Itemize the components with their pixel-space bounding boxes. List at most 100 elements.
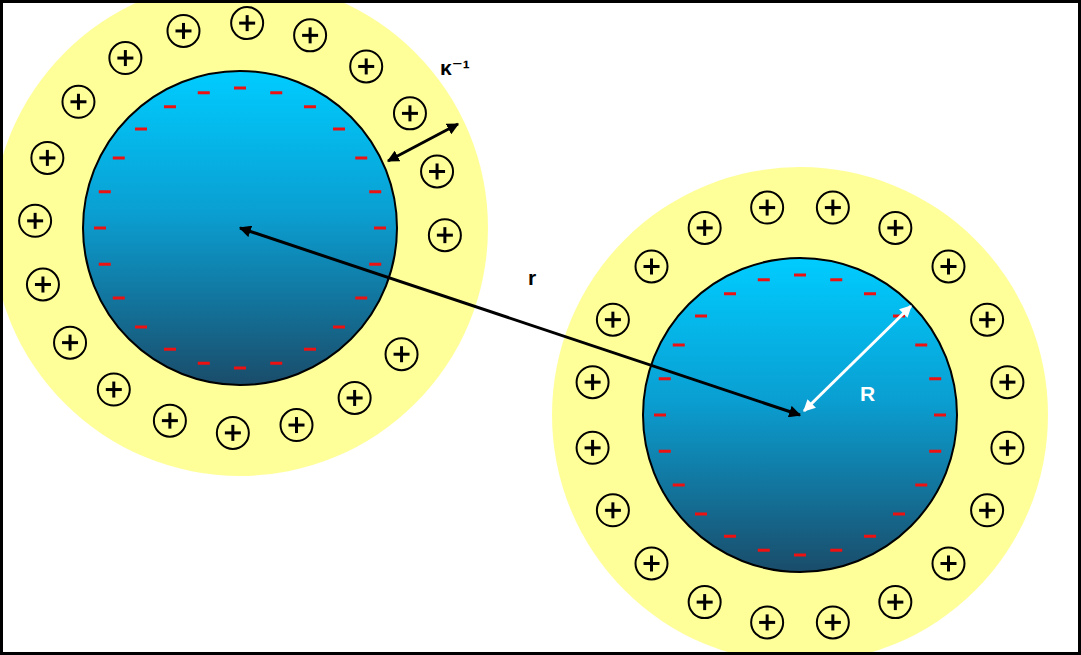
ion-circle — [421, 155, 453, 187]
negative-charge — [333, 325, 345, 328]
plus-bar — [894, 594, 897, 610]
negative-charge — [333, 128, 345, 131]
negative-charge — [164, 348, 176, 351]
plus-bar — [831, 200, 834, 216]
positive-ion — [386, 338, 418, 370]
plus-bar — [591, 440, 594, 456]
positive-ion — [577, 432, 609, 464]
ion-circle — [751, 192, 783, 224]
positive-ion — [281, 409, 313, 441]
positive-ion — [62, 86, 94, 118]
positive-ion — [932, 251, 964, 283]
negative-charge — [724, 292, 736, 295]
positive-ion — [294, 19, 326, 51]
plus-bar — [231, 425, 234, 441]
ion-circle — [231, 7, 263, 39]
plus-bar — [112, 382, 115, 398]
ion-circle — [597, 304, 629, 336]
negative-charge — [695, 512, 707, 515]
negative-charge — [654, 414, 666, 417]
plus-bar — [309, 27, 312, 43]
positive-ion — [421, 155, 453, 187]
plus-bar — [986, 502, 989, 518]
plus-bar — [766, 614, 769, 630]
plus-bar — [947, 259, 950, 275]
positive-ion — [394, 97, 426, 129]
plus-bar — [831, 614, 834, 630]
ion-circle — [217, 417, 249, 449]
ion-circle — [98, 374, 130, 406]
negative-charge — [198, 362, 210, 365]
plus-bar — [353, 390, 356, 406]
positive-ion — [231, 7, 263, 39]
ion-circle — [932, 547, 964, 579]
negative-charge — [659, 377, 671, 380]
positive-ion — [971, 494, 1003, 526]
negative-charge — [929, 377, 941, 380]
plus-bar — [703, 220, 706, 236]
debye-length-arrow — [388, 124, 458, 161]
positive-ion — [751, 606, 783, 638]
ion-circle — [636, 547, 668, 579]
positive-ion — [597, 304, 629, 336]
negative-charge — [113, 157, 125, 160]
negative-charge — [234, 367, 246, 370]
ion-circle — [62, 86, 94, 118]
negative-charge — [893, 512, 905, 515]
negative-charge — [198, 91, 210, 94]
ion-circle — [167, 15, 199, 47]
ion-circle — [281, 409, 313, 441]
positive-ion — [689, 212, 721, 244]
negative-charge — [99, 190, 111, 193]
negative-charge — [234, 87, 246, 90]
ion-circle — [689, 212, 721, 244]
ion-circle — [817, 192, 849, 224]
negative-charge — [135, 128, 147, 131]
negative-charge — [304, 348, 316, 351]
positive-ion — [19, 205, 51, 237]
negative-charge — [270, 91, 282, 94]
negative-charge — [304, 105, 316, 108]
ion-circle — [109, 42, 141, 74]
plus-bar — [650, 555, 653, 571]
negative-charge — [673, 344, 685, 347]
negative-charge — [113, 297, 125, 300]
negative-charge — [94, 227, 106, 230]
ion-circle — [27, 269, 59, 301]
ion-circle — [429, 219, 461, 251]
positive-ion — [109, 42, 141, 74]
positive-ion — [879, 586, 911, 618]
positive-ion — [817, 606, 849, 638]
positive-ion — [932, 547, 964, 579]
negative-charge — [374, 227, 386, 230]
plus-bar — [986, 312, 989, 328]
positive-ion — [54, 327, 86, 359]
positive-ion — [167, 15, 199, 47]
negative-charge — [270, 362, 282, 365]
negative-charge — [99, 263, 111, 266]
negative-charge — [695, 315, 707, 318]
negative-charge — [915, 484, 927, 487]
positive-ion — [154, 405, 186, 437]
ion-circle — [636, 251, 668, 283]
plus-bar — [182, 23, 185, 39]
negative-charge — [934, 414, 946, 417]
positive-ion — [217, 417, 249, 449]
ion-circle — [971, 304, 1003, 336]
positive-ion — [27, 269, 59, 301]
ion-circle — [879, 586, 911, 618]
charged-particle — [0, 0, 488, 476]
plus-bar — [46, 150, 49, 166]
plus-bar — [591, 374, 594, 390]
positive-ion — [98, 374, 130, 406]
ion-circle — [154, 405, 186, 437]
negative-charge — [794, 554, 806, 557]
positive-ion — [689, 586, 721, 618]
plus-bar — [408, 105, 411, 121]
positive-ion — [636, 251, 668, 283]
debye-length-label: κ⁻¹ — [440, 56, 470, 79]
ion-circle — [339, 382, 371, 414]
distance-arrow — [240, 228, 800, 415]
